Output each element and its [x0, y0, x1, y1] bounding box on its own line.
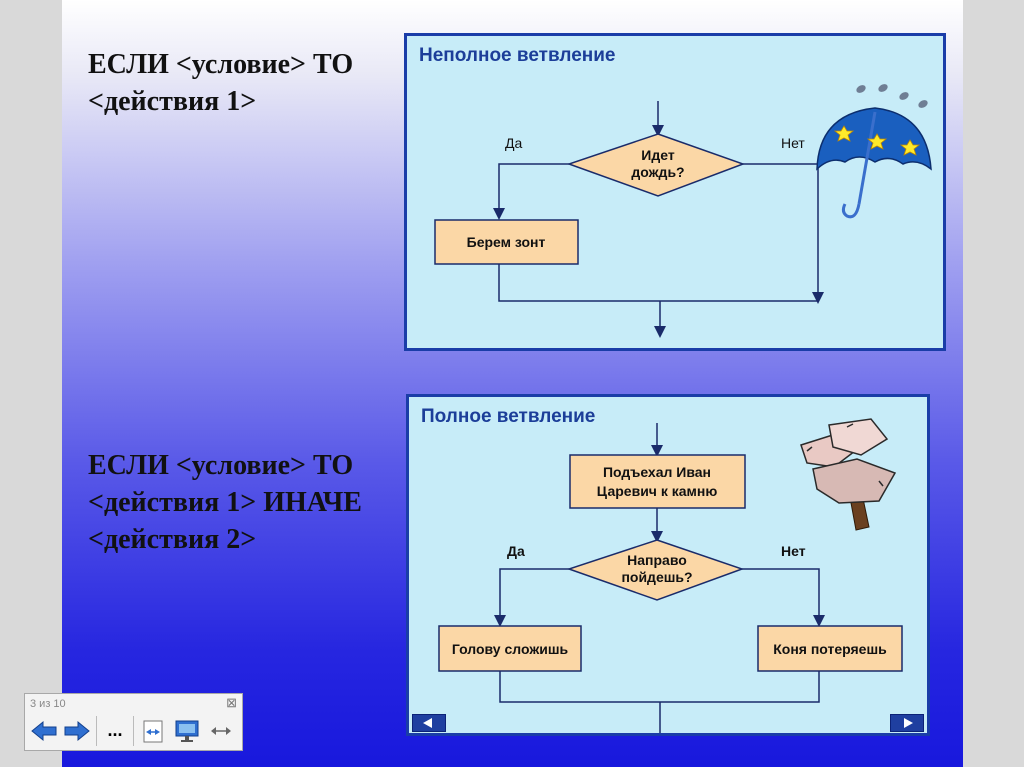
merge-line [498, 264, 818, 302]
no-label: Нет [781, 543, 806, 559]
condition-line1: Идет [641, 147, 675, 163]
condition-diamond [566, 133, 746, 197]
yes-branch-line [493, 163, 569, 220]
panel-incomplete-branching: Неполное ветвление Идет дождь? Да Нет Бе… [404, 33, 946, 351]
action-no-box [757, 625, 903, 672]
action-box [434, 219, 579, 265]
prev-button[interactable] [30, 718, 58, 744]
no-branch-line [743, 163, 824, 304]
yes-label: Да [505, 135, 522, 151]
merge-line [499, 671, 820, 703]
flowchart-complete: Подъехал Иван Царевич к камню Направо по… [438, 418, 903, 733]
slide-counter: 3 из 10 [30, 698, 66, 710]
prev-slide-icon [423, 718, 432, 728]
panel-complete-branching: Полное ветвление Подъехал Иван Царевич к… [406, 394, 930, 736]
close-icon[interactable]: ⊠ [226, 695, 237, 710]
no-label: Нет [781, 135, 805, 151]
action-label: Берем зонт [467, 234, 546, 250]
more-button[interactable]: ... [107, 720, 123, 740]
flowchart-incomplete: Идет дождь? Да Нет Берем зонт [434, 84, 932, 338]
start-line1: Подъехал Иван [603, 464, 711, 480]
toolbar-separator [133, 716, 134, 746]
next-slide-icon [904, 718, 913, 728]
action-yes-label: Голову сложишь [452, 641, 569, 657]
panel-title: Неполное ветвление [419, 45, 616, 66]
action-yes-box [438, 625, 582, 672]
monitor-button[interactable] [173, 718, 201, 744]
condition-line2: дождь? [631, 164, 684, 180]
no-branch-line [742, 568, 825, 627]
fit-width-icon [143, 720, 163, 743]
yes-label: Да [507, 543, 525, 559]
fit-width-button[interactable] [139, 718, 167, 744]
start-box [569, 454, 746, 509]
prev-slide-button[interactable] [412, 714, 446, 732]
arrow-right-icon [64, 720, 90, 742]
toolbar-separator [96, 716, 97, 746]
condition-line2: пойдешь? [621, 569, 692, 585]
monitor-icon [175, 720, 199, 742]
signpost-stone-icon [800, 418, 897, 531]
expand-icon [211, 727, 231, 735]
action-no-label: Коня потеряешь [773, 641, 887, 657]
panel-title: Полное ветвление [421, 406, 596, 427]
slideshow-player-toolbar: 3 из 10 ⊠ ... [24, 693, 243, 751]
condition-diamond [566, 539, 745, 601]
next-button[interactable] [63, 718, 91, 744]
umbrella-icon [816, 84, 932, 219]
rule-incomplete-text: ЕСЛИ <условие> ТО <действия 1> [88, 49, 354, 117]
arrow-left-icon [31, 720, 57, 742]
rule-complete-text: ЕСЛИ <условие> ТО <действия 1> ИНАЧЕ <де… [88, 450, 362, 555]
expand-button[interactable] [207, 718, 235, 744]
condition-line1: Направо [627, 552, 687, 568]
yes-branch-line [494, 568, 569, 627]
next-slide-button[interactable] [890, 714, 924, 732]
start-line2: Царевич к камню [597, 483, 718, 499]
